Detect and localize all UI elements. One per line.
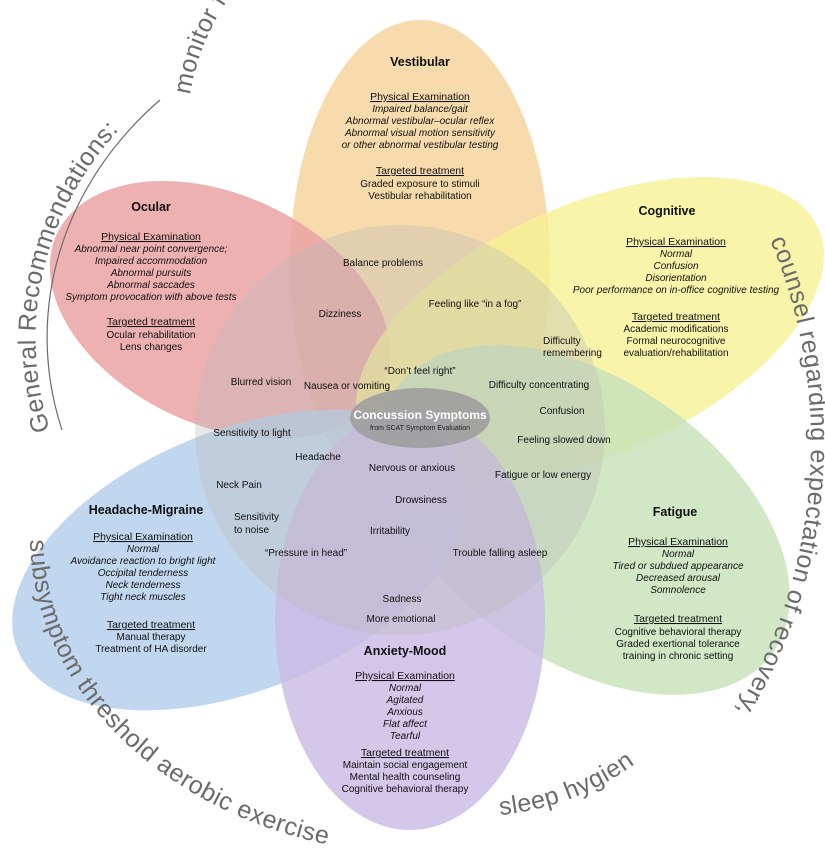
petal-title: Cognitive [639,204,696,218]
exam-item: Disorientation [645,273,707,284]
treat-header: Targeted treatment [632,311,720,323]
petal-title: Headache-Migraine [89,503,204,517]
exam-item: Confusion [653,261,698,272]
treat-item: Maintain social engagement [343,760,468,771]
symptom-label: Sensitivity to light [213,428,290,439]
exam-item: Impaired balance/gait [372,104,469,115]
symptom-label: to noise [234,525,269,536]
exam-item: Abnormal near point convergence; [74,244,228,255]
symptom-label: Blurred vision [231,377,292,388]
exam-header: Physical Examination [93,531,193,543]
symptom-label: “Don’t feel right” [384,366,455,377]
exam-item: Symptom provocation with above tests [65,292,236,303]
petal-title: Ocular [131,200,171,214]
petal-info-cognitive: Cognitive Physical Examination Normal Co… [573,204,780,359]
center-subtitle: from SCAT Symptom Evaluation [370,425,470,432]
exam-item: or other abnormal vestibular testing [342,140,499,151]
treat-item: training in chronic setting [623,651,734,662]
symptom-label: Fatigue or low energy [495,470,591,481]
exam-item: Normal [127,544,160,555]
symptom-label: Feeling slowed down [517,435,610,446]
treat-item: Vestibular rehabilitation [368,191,471,202]
symptom-label: Neck Pain [216,480,262,491]
exam-item: Impaired accommodation [95,256,208,267]
exam-item: Normal [662,549,695,560]
symptom-label: More emotional [367,614,436,625]
center-oval [350,388,490,448]
exam-item: Decreased arousal [636,573,721,584]
exam-item: Avoidance reaction to bright light [70,556,217,567]
treat-header: Targeted treatment [376,165,464,177]
exam-item: Somnolence [650,585,706,596]
treat-header: Targeted treatment [107,619,195,631]
symptom-label: Sadness [383,594,422,605]
petal-info-headache: Headache-Migraine Physical Examination N… [70,503,217,655]
symptom-label: Confusion [539,406,584,417]
treat-header: Targeted treatment [634,613,722,625]
exam-item: Normal [389,683,422,694]
symptom-label: Balance problems [343,258,423,269]
petal-info-anxiety: Anxiety-Mood Physical Examination Normal… [342,644,469,795]
symptom-label: Dizziness [319,309,362,320]
exam-item: Agitated [386,695,424,706]
symptom-label: “Pressure in head” [265,548,347,559]
exam-item: Abnormal pursuits [110,268,192,279]
treat-item: Treatment of HA disorder [95,644,207,655]
treat-header: Targeted treatment [361,747,449,759]
symptom-label: Headache [295,452,341,463]
exam-item: Poor performance on in-office cognitive … [573,285,780,296]
petal-title: Fatigue [653,505,697,519]
treat-item: Academic modifications [623,324,728,335]
symptom-label: remembering [543,348,602,359]
symptom-label: Nausea or vomiting [304,381,390,392]
exam-item: Tight neck muscles [100,592,186,603]
symptom-label: Nervous or anxious [369,463,455,474]
exam-item: Flat affect [383,719,428,730]
exam-item: Abnormal vestibular–ocular reflex [345,116,495,127]
exam-item: Tearful [390,731,421,742]
treat-item: Graded exposure to stimuli [360,179,480,190]
treat-item: Cognitive behavioral therapy [615,627,742,638]
treat-item: Lens changes [120,342,182,353]
exam-item: Abnormal saccades [106,280,195,291]
exam-header: Physical Examination [370,91,470,103]
exam-item: Neck tenderness [105,580,180,591]
treat-item: Graded exertional tolerance [616,639,740,650]
symptom-labels: Balance problems Dizziness Feeling like … [213,258,610,625]
exam-header: Physical Examination [101,231,201,243]
recommendations-underline [46,99,161,431]
exam-header: Physical Examination [628,536,728,548]
exam-header: Physical Examination [626,236,726,248]
treat-item: Manual therapy [117,632,186,643]
exam-header: Physical Examination [355,670,455,682]
exam-item: Anxious [386,707,423,718]
exam-item: Tired or subdued appearance [612,561,744,572]
symptom-label: Difficulty concentrating [489,380,589,391]
symptom-label: Feeling like “in a fog” [429,299,522,310]
symptom-label: Drowsiness [395,495,447,506]
exam-item: Normal [660,249,693,260]
petal-info-vestibular: Vestibular Physical Examination Impaired… [342,55,499,202]
symptom-label: Trouble falling asleep [453,548,548,559]
exam-item: Occipital tenderness [98,568,189,579]
petal-title: Vestibular [390,55,450,69]
center-title: Concussion Symptoms [353,408,487,422]
symptom-label: Irritability [370,526,410,537]
treat-header: Targeted treatment [107,316,195,328]
petal-info-fatigue: Fatigue Physical Examination Normal Tire… [612,505,744,662]
petal-info-ocular: Ocular Physical Examination Abnormal nea… [65,200,236,353]
petal-title: Anxiety-Mood [364,644,447,658]
treat-item: evaluation/rehabilitation [623,348,728,359]
treat-item: Mental health counseling [350,772,461,783]
treat-item: Formal neurocognitive [627,336,726,347]
treat-item: Cognitive behavioral therapy [342,784,469,795]
exam-item: Abnormal visual motion sensitivity [344,128,496,139]
symptom-label: Sensitivity [234,512,279,523]
symptom-label: Difficulty [543,336,581,347]
treat-item: Ocular rehabilitation [107,330,196,341]
